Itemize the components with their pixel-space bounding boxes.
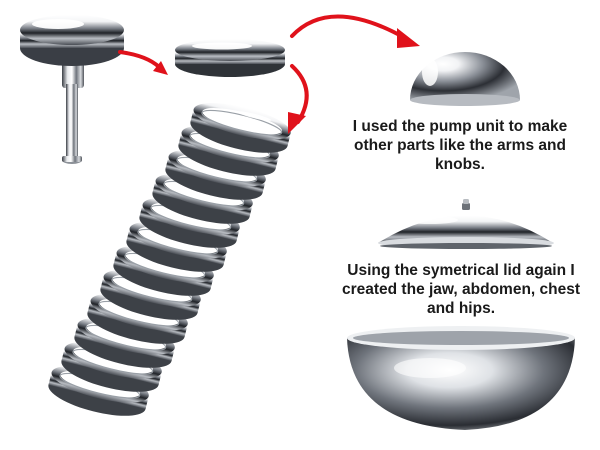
curved-arrow-icon xyxy=(118,50,168,75)
ring-stack xyxy=(44,94,295,425)
pump-unit-part xyxy=(20,15,124,164)
bowl-part xyxy=(347,326,575,430)
curved-arrow-icon xyxy=(288,64,309,134)
lid-caption: Using the symetrical lid again I created… xyxy=(341,262,581,317)
lid-disk-part xyxy=(175,39,285,77)
dome-part xyxy=(410,52,520,106)
wide-lid-part xyxy=(378,199,554,249)
curved-arrow-icon xyxy=(290,14,420,48)
pump-unit-caption: I used the pump unit to make other parts… xyxy=(352,118,568,173)
